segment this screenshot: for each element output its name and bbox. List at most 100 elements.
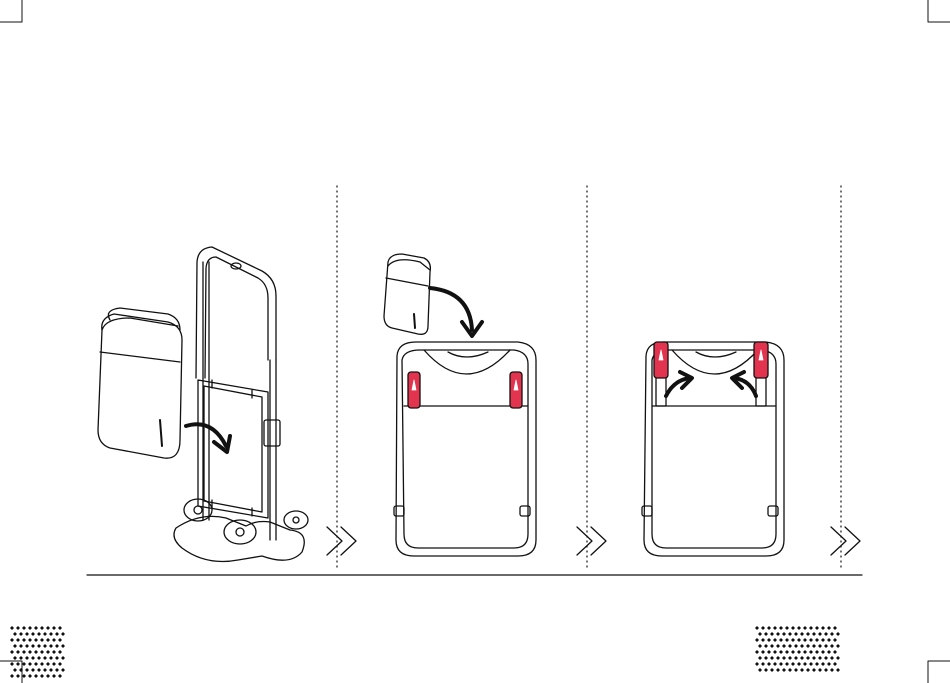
pattern-dot — [797, 662, 801, 666]
pattern-dot — [782, 656, 786, 660]
pattern-dot — [818, 656, 822, 660]
pattern-dot — [836, 668, 840, 672]
pattern-dot — [758, 668, 762, 672]
pattern-dot — [803, 638, 807, 642]
pattern-dot — [809, 626, 813, 630]
double-chevron-right-icon — [831, 527, 860, 555]
pattern-dot — [782, 644, 786, 648]
pattern-dot — [806, 668, 810, 672]
pattern-dot — [830, 644, 834, 648]
pattern-dot — [37, 656, 41, 660]
pattern-dot — [827, 638, 831, 642]
pattern-dot — [791, 626, 795, 630]
pattern-dot — [16, 662, 20, 666]
pattern-dot — [22, 650, 26, 654]
pattern-dot — [25, 632, 29, 636]
pattern-dot — [34, 626, 38, 630]
pattern-dot — [764, 656, 768, 660]
crop-mark-top-left — [0, 0, 22, 22]
pattern-dot — [10, 638, 14, 642]
pattern-dot — [791, 650, 795, 654]
pattern-dot — [49, 668, 53, 672]
pattern-dot — [13, 632, 17, 636]
pattern-dot — [13, 644, 17, 648]
pattern-dot — [55, 632, 59, 636]
pattern-dot — [800, 668, 804, 672]
pattern-dot — [785, 650, 789, 654]
pattern-dot — [833, 638, 837, 642]
pattern-dot — [16, 674, 20, 678]
pattern-dot — [28, 674, 32, 678]
pattern-dot — [824, 668, 828, 672]
pattern-dot — [28, 626, 32, 630]
pattern-dot — [803, 650, 807, 654]
pattern-dot — [46, 626, 50, 630]
pattern-dot — [773, 638, 777, 642]
pattern-dot — [833, 626, 837, 630]
pattern-dot — [767, 638, 771, 642]
pattern-dot — [22, 662, 26, 666]
pattern-dot — [809, 662, 813, 666]
pattern-dot — [776, 656, 780, 660]
pattern-dot — [43, 656, 47, 660]
pattern-dot — [794, 632, 798, 636]
pattern-dot — [49, 644, 53, 648]
pattern-dot — [797, 626, 801, 630]
diamond-dot-pattern-left — [10, 626, 65, 678]
pattern-dot — [34, 650, 38, 654]
pattern-dot — [49, 632, 53, 636]
pattern-dot — [25, 656, 29, 660]
pattern-dot — [821, 650, 825, 654]
pattern-dot — [764, 668, 768, 672]
pattern-dot — [785, 626, 789, 630]
pattern-dot — [58, 638, 62, 642]
pattern-dot — [833, 662, 837, 666]
step-3-illustration — [642, 342, 784, 556]
pattern-dot — [10, 662, 14, 666]
pattern-dot — [43, 644, 47, 648]
pattern-dot — [10, 674, 14, 678]
pattern-dot — [818, 668, 822, 672]
pattern-dot — [28, 638, 32, 642]
curved-arrow-up-left — [666, 378, 690, 396]
pattern-dot — [788, 668, 792, 672]
step-1-illustration — [98, 247, 308, 562]
pattern-dot — [830, 656, 834, 660]
pattern-dot — [827, 626, 831, 630]
pattern-dot — [815, 638, 819, 642]
pattern-dot — [58, 626, 62, 630]
pattern-dot — [764, 632, 768, 636]
pattern-dot — [37, 644, 41, 648]
pattern-dot — [16, 638, 20, 642]
pattern-dot — [770, 668, 774, 672]
pattern-dot — [761, 662, 765, 666]
pattern-dot — [37, 668, 41, 672]
pattern-dot — [25, 668, 29, 672]
pattern-dot — [836, 644, 840, 648]
pattern-dot — [61, 644, 65, 648]
pattern-dot — [13, 668, 17, 672]
pattern-dot — [821, 638, 825, 642]
pattern-dot — [797, 650, 801, 654]
pattern-dot — [19, 632, 23, 636]
pattern-dot — [58, 650, 62, 654]
pattern-dot — [31, 644, 35, 648]
crop-mark-bottom-right — [928, 661, 950, 683]
pattern-dot — [800, 656, 804, 660]
pattern-dot — [758, 644, 762, 648]
pattern-dot — [40, 650, 44, 654]
pattern-dot — [61, 668, 65, 672]
pattern-dot — [803, 662, 807, 666]
pattern-dot — [40, 638, 44, 642]
pattern-dot — [773, 626, 777, 630]
pattern-dot — [61, 632, 65, 636]
pattern-dot — [16, 626, 20, 630]
pattern-dot — [836, 632, 840, 636]
pattern-dot — [55, 668, 59, 672]
curved-arrow-down — [430, 288, 472, 330]
pattern-dot — [61, 656, 65, 660]
pattern-dot — [830, 632, 834, 636]
pattern-dot — [52, 674, 56, 678]
